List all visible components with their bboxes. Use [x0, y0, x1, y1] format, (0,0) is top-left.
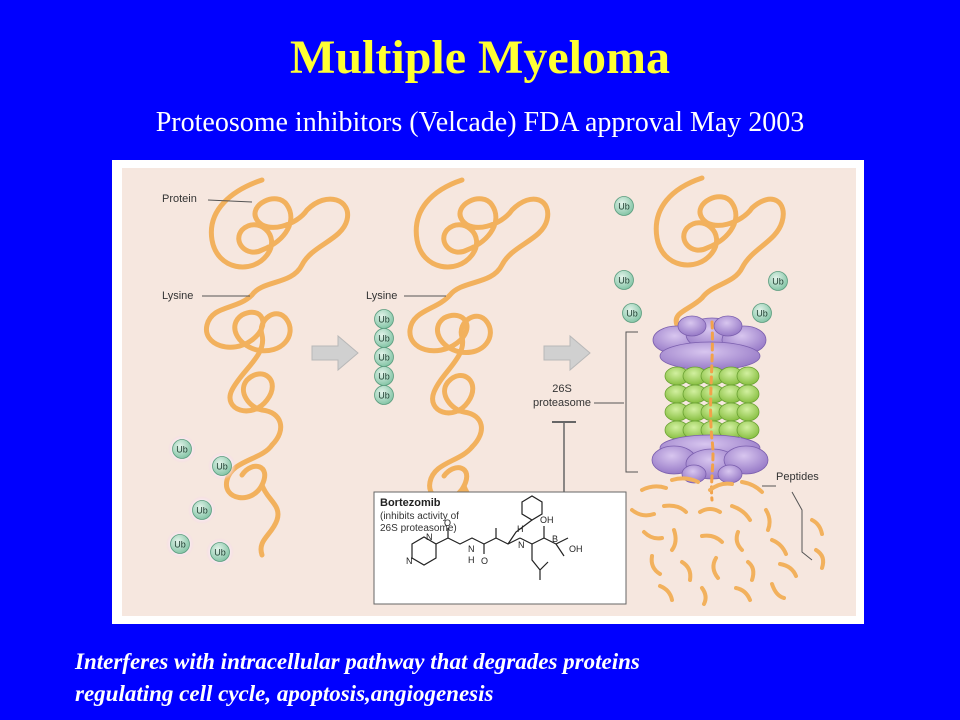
peptides-bracket — [762, 485, 813, 561]
atom-oh-right: OH — [569, 544, 583, 554]
bortezomib-desc-line2: 26S proteasome) — [380, 523, 457, 534]
peptide-fragments — [630, 476, 826, 606]
ubiquitin-released-1: Ub — [614, 196, 634, 216]
ubiquitin-label: Ub — [618, 202, 630, 212]
ubiquitin-free-2: Ub — [208, 452, 236, 480]
figure-frame: Protein Lysine Ub Ub Ub Ub — [112, 160, 864, 624]
ubiquitin-label: Ub — [626, 309, 638, 319]
ubiquitin-chain-3: Ub — [374, 347, 394, 367]
ubiquitin-label: Ub — [176, 445, 188, 455]
atom-h-right: H — [517, 524, 524, 534]
bortezomib-structure — [411, 495, 569, 580]
proteasome-label-line1: 26S — [552, 383, 572, 395]
proteasome-bracket — [625, 331, 638, 473]
ubiquitin-label: Ub — [618, 276, 630, 286]
ubiquitin-chain-5: Ub — [374, 385, 394, 405]
protein-label-leader — [207, 199, 253, 203]
bortezomib-box — [373, 491, 627, 605]
ubiquitin-label: Ub — [196, 506, 208, 516]
ubiquitin-chain-1: Ub — [374, 309, 394, 329]
atom-h-left: H — [468, 555, 475, 565]
protein-chain-left — [204, 177, 351, 558]
ubiquitin-released-5: Ub — [752, 303, 772, 323]
atom-n-right: N — [518, 540, 525, 550]
atom-n-left: N — [468, 544, 475, 554]
atom-n-ring-bottom: N — [406, 556, 413, 566]
slide-title: Multiple Myeloma — [290, 31, 670, 84]
free-ubiquitin-group: Ub Ub Ub Ub Ub — [166, 435, 236, 566]
atom-n-ring-top: N — [426, 532, 433, 542]
protein-threading-proteasome — [709, 320, 715, 502]
ubiquitin-label: Ub — [378, 372, 390, 382]
ubiquitin-label: Ub — [756, 309, 768, 319]
released-ubiquitin-group: Ub Ub Ub Ub Ub — [614, 196, 788, 323]
atom-b: B — [552, 534, 558, 544]
protein-label: Protein — [162, 193, 197, 205]
ubiquitin-free-4: Ub — [166, 530, 194, 558]
ubiquitin-label: Ub — [174, 540, 186, 550]
ubiquitin-free-1: Ub — [168, 435, 196, 463]
lysine-middle-label: Lysine — [366, 290, 397, 302]
bortezomib-name: Bortezomib — [380, 497, 441, 509]
peptides-label: Peptides — [776, 471, 819, 483]
ubiquitin-released-4: Ub — [768, 271, 788, 291]
atom-oh-top: OH — [540, 515, 554, 525]
proteasome-bottom-cap — [651, 434, 769, 484]
ubiquitin-free-3: Ub — [188, 496, 216, 524]
proteasome-label-line2: proteasome — [533, 397, 591, 409]
bortezomib-desc-line1: (inhibits activity of — [380, 511, 459, 522]
ubiquitin-label: Ub — [772, 277, 784, 287]
ubiquitin-released-2: Ub — [614, 270, 634, 290]
bortezomib-atoms: N N O N H O H N B OH OH — [406, 515, 583, 566]
footer-line-1: Interferes with intracellular pathway th… — [75, 649, 640, 674]
atom-o-left: O — [444, 518, 451, 528]
footer-line-2: regulating cell cycle, apoptosis,angioge… — [75, 681, 494, 706]
lysine-left-label: Lysine — [162, 290, 193, 302]
ubiquitin-label: Ub — [214, 548, 226, 558]
protein-chain-right — [653, 175, 786, 336]
ubiquitin-free-5: Ub — [206, 538, 234, 566]
slide-subtitle: Proteosome inhibitors (Velcade) FDA appr… — [155, 107, 805, 138]
ubiquitin-label: Ub — [378, 334, 390, 344]
ubiquitin-released-3: Ub — [622, 303, 642, 323]
ubiquitin-label: Ub — [378, 353, 390, 363]
footer-text: Interferes with intracellular pathway th… — [75, 646, 945, 710]
pathway-arrow-2 — [543, 334, 591, 372]
polyubiquitin-chain: Ub Ub Ub Ub Ub — [374, 309, 394, 405]
ubiquitin-label: Ub — [378, 315, 390, 325]
ubiquitin-label: Ub — [216, 462, 228, 472]
proteasome-core — [664, 366, 760, 440]
ubiquitin-chain-2: Ub — [374, 328, 394, 348]
atom-o-bottom: O — [481, 556, 488, 566]
proteasome-pathway-diagram: Protein Lysine Ub Ub Ub Ub — [122, 168, 856, 616]
ubiquitin-label: Ub — [378, 391, 390, 401]
pathway-arrow-1 — [311, 334, 359, 372]
ubiquitin-chain-4: Ub — [374, 366, 394, 386]
